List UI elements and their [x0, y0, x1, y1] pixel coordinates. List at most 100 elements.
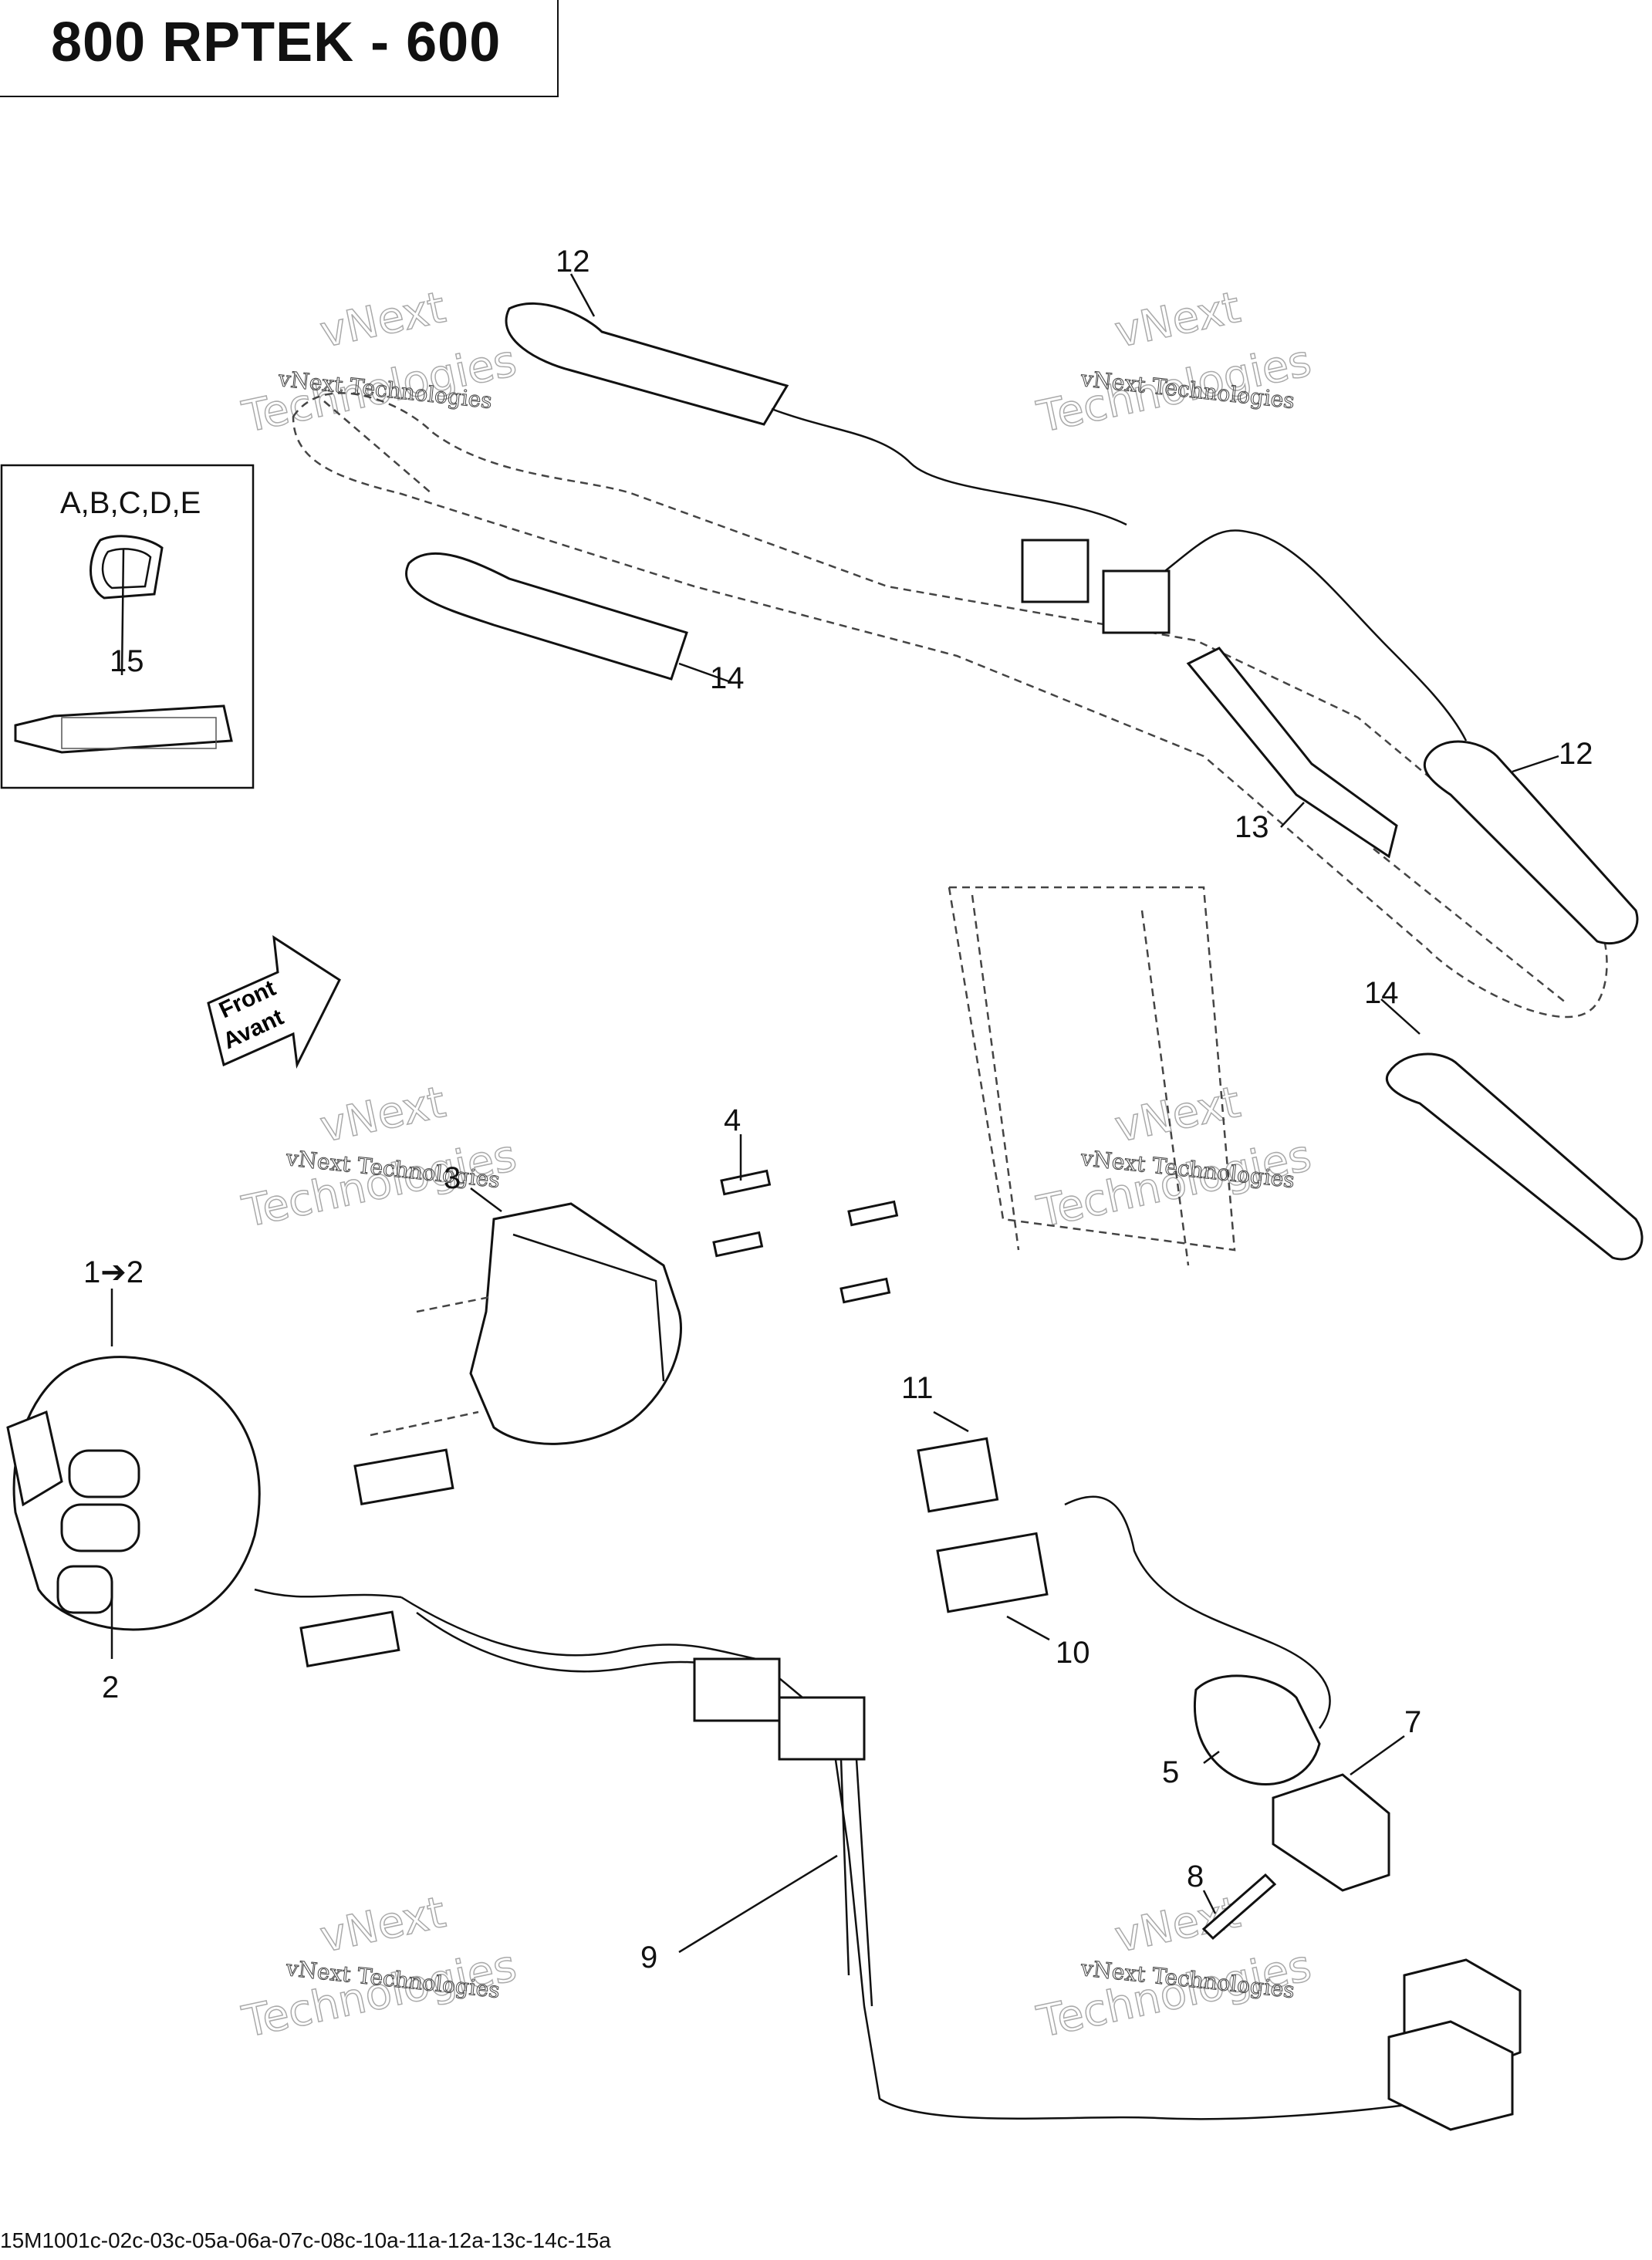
connector-10-body [936, 1532, 1049, 1613]
housing-inner-edge [512, 1233, 665, 1382]
grip-left-ribs [323, 400, 433, 495]
callout-10: 10 [1056, 1636, 1090, 1670]
harness-connector-block-2 [778, 1696, 866, 1761]
switch-housing-body [12, 1356, 261, 1631]
connector-pair-top [1021, 529, 1468, 742]
callout-12b: 12 [1559, 737, 1593, 771]
screw-4b [712, 1231, 764, 1258]
callout-5: 5 [1162, 1755, 1179, 1789]
switch-button-3 [56, 1565, 113, 1614]
heater-sleeve-right [1423, 740, 1639, 945]
watermark-big-1: vNext [1110, 1077, 1245, 1153]
leader-10 [1006, 1615, 1050, 1641]
throttle-tube-body [1186, 647, 1398, 859]
leader-7 [1350, 1735, 1405, 1776]
inset-label: A,B,C,D,E [60, 486, 201, 520]
grip-sleeve-right: 14 [1364, 976, 1644, 1261]
front-arrow-icon [207, 935, 341, 1069]
harness-drop [840, 1758, 873, 2007]
callout-12a: 12 [556, 245, 590, 279]
wiring-harness: 9 [254, 1448, 1513, 2120]
housing-dash-2 [370, 1410, 479, 1437]
tether-cap-body [1194, 1674, 1321, 1786]
leader-3 [470, 1187, 502, 1212]
watermark-big-1: vNext [316, 1077, 450, 1153]
heater-sleeve [505, 302, 789, 426]
leader-12b [1512, 755, 1559, 773]
grip-sleeve-right-body [1386, 1052, 1644, 1261]
connector-10: 10 [936, 1532, 1090, 1670]
leader-13 [1280, 802, 1305, 828]
housing-body [469, 1202, 682, 1445]
callout-11: 11 [901, 1371, 934, 1405]
tether-cap: 5 [1162, 1674, 1321, 1789]
harness-connector-6pin [353, 1448, 454, 1505]
harness-connector-8pin [299, 1610, 400, 1667]
watermark-bottom-right: vNext Technologies vNext Technologies [1032, 1887, 1316, 2048]
throttle-tube: 13 [1186, 647, 1398, 859]
grip-right-ribs [1373, 848, 1567, 1004]
riser-leg-2 [1140, 910, 1190, 1266]
connector-11-body [917, 1437, 999, 1513]
callout-9: 9 [640, 1941, 657, 1975]
callout-14a: 14 [710, 661, 745, 695]
callout-14b: 14 [1364, 976, 1399, 1010]
tether-sleeve-body [1272, 1773, 1390, 1892]
heating-element-top: 12 [505, 245, 1127, 526]
harness-branch-right [1064, 1495, 1331, 1729]
handlebar [292, 392, 1608, 1266]
harness-main [400, 1596, 1513, 2120]
leader-15 [120, 549, 125, 676]
leader-9 [678, 1854, 838, 1954]
callout-8: 8 [1187, 1860, 1204, 1893]
title-box: 800 RPTEK - 600 [0, 0, 559, 97]
watermark-big-1: vNext [316, 1887, 450, 1963]
watermark-big-1: vNext [316, 282, 450, 358]
watermark-bottom-left: vNext Technologies vNext Technologies [238, 1887, 522, 2048]
harness-lead [254, 1588, 402, 1599]
heating-element-right: 12 [1423, 737, 1639, 945]
watermark-top-left: vNext Technologies vNext Technologies [238, 282, 522, 443]
callout-15: 15 [110, 644, 144, 678]
callout-4: 4 [724, 1103, 741, 1137]
cable-clip-part [90, 535, 164, 600]
leader-8 [1202, 1890, 1217, 1914]
screw-4c [847, 1200, 899, 1227]
leader-14b [1380, 998, 1421, 1035]
switch-button-2 [60, 1503, 140, 1552]
cable-clip-inner [101, 548, 152, 589]
callout-2: 2 [102, 1671, 119, 1704]
leader-11 [933, 1410, 969, 1433]
brake-lever-stub [6, 1410, 63, 1507]
grip-sleeve-top: 14 [405, 552, 745, 695]
watermark-mid-right: vNext Technologies vNext Technologies [1032, 1076, 1316, 1238]
screw-4d [840, 1277, 891, 1304]
main-connector-block [1387, 1958, 1522, 2131]
watermark-mid-left: vNext Technologies vNext Technologies [238, 1076, 522, 1238]
tether-sleeve: 7 8 [1187, 1705, 1421, 1941]
screw-4a [720, 1169, 772, 1196]
callout-7: 7 [1404, 1705, 1421, 1739]
leader-5 [1203, 1751, 1220, 1764]
watermark-top-right: vNext Technologies vNext Technologies [1032, 282, 1316, 443]
connector-wire [1164, 529, 1468, 742]
page-title: 800 RPTEK - 600 [51, 12, 502, 73]
riser-block [948, 886, 1236, 1252]
leader-14a [678, 662, 734, 684]
callout-3: 3 [444, 1161, 461, 1195]
leader-12a [569, 273, 596, 317]
grease-tube-label-area [61, 717, 217, 749]
connector-plug-1 [1021, 539, 1090, 603]
main-connector-lower [1387, 2020, 1514, 2131]
grip-sleeve-body [405, 552, 688, 681]
front-direction-arrow: Front Avant [207, 935, 341, 1069]
inset-box: A,B,C,D,E 15 [0, 464, 255, 789]
housing-dash-1 [416, 1295, 495, 1313]
harness-connector-block-1 [693, 1657, 781, 1722]
drawing-code: 15M1001c-02c-03c-05a-06a-07c-08c-10a-11a… [0, 2228, 611, 2252]
connector-11: 11 [901, 1371, 999, 1513]
switch-housing: 3 4 [370, 1103, 899, 1445]
connector-plug-2 [1102, 569, 1171, 634]
riser-leg-1 [971, 894, 1020, 1251]
